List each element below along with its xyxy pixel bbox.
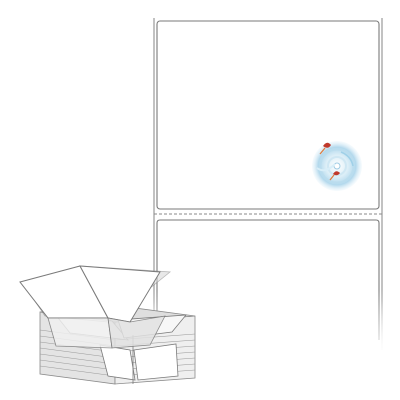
label-bottom (156, 219, 380, 340)
unfolded-sheet (19, 265, 172, 349)
